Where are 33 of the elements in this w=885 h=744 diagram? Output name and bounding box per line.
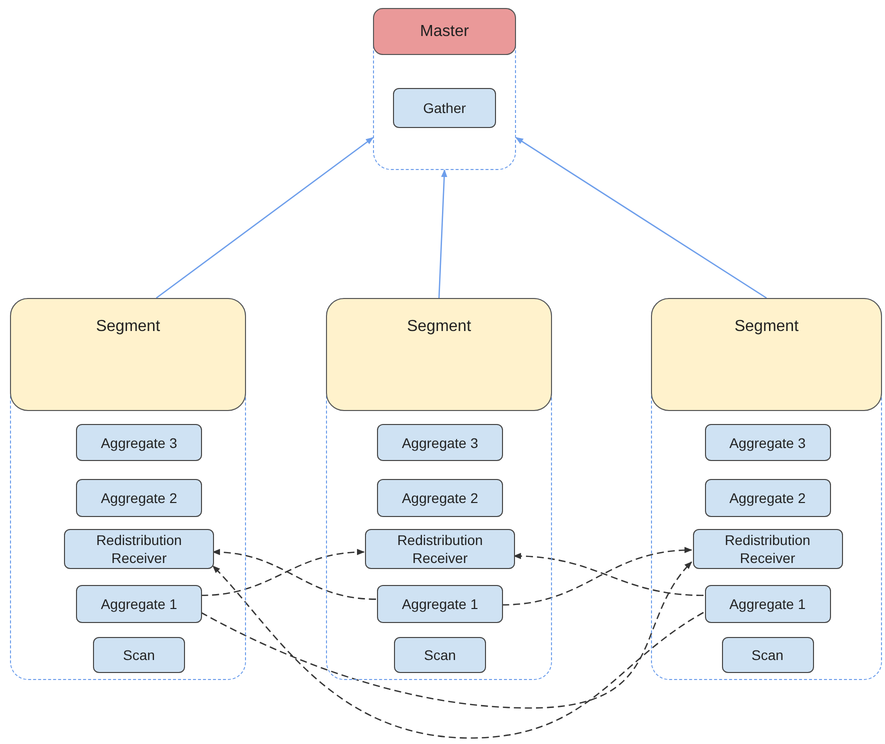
arrow bbox=[502, 547, 692, 606]
arrow bbox=[200, 561, 692, 709]
operator-box: Scan bbox=[93, 637, 185, 673]
master-header: Master bbox=[373, 8, 516, 55]
operator-box: Aggregate 2 bbox=[377, 479, 503, 517]
operator-box: Aggregate 1 bbox=[377, 585, 503, 623]
master-group bbox=[373, 8, 516, 170]
arrow bbox=[200, 549, 365, 596]
operator-box: Aggregate 2 bbox=[704, 479, 830, 517]
segment-header: Segment bbox=[10, 298, 246, 411]
operator-box: Scan bbox=[722, 637, 814, 673]
segment-header: Segment bbox=[326, 298, 552, 411]
arrow bbox=[156, 137, 374, 299]
arrow bbox=[212, 549, 376, 600]
operator-box: Redistribution Receiver bbox=[365, 529, 515, 569]
segment-group bbox=[651, 298, 882, 680]
arrow bbox=[438, 169, 448, 298]
operator-box: Aggregate 1 bbox=[76, 585, 202, 623]
arrow bbox=[212, 565, 704, 739]
operator-box: Aggregate 3 bbox=[377, 424, 503, 461]
operator-box: Redistribution Receiver bbox=[692, 529, 842, 569]
operator-box: Aggregate 2 bbox=[76, 479, 202, 517]
operator-box: Aggregate 1 bbox=[704, 585, 830, 623]
segment-header: Segment bbox=[651, 298, 882, 411]
operator-box: Aggregate 3 bbox=[76, 424, 202, 461]
operator-box: Scan bbox=[394, 637, 486, 673]
operator-box: Gather bbox=[393, 88, 496, 128]
segment-group bbox=[326, 298, 552, 680]
arrow bbox=[513, 553, 704, 596]
arrow bbox=[515, 137, 767, 299]
operator-box: Redistribution Receiver bbox=[64, 529, 214, 569]
segment-group bbox=[10, 298, 246, 680]
operator-box: Aggregate 3 bbox=[704, 424, 830, 461]
